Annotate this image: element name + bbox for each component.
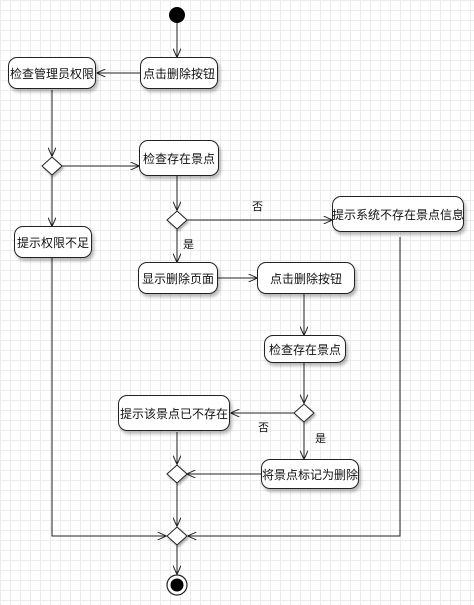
guard-yes-2: 是 (315, 432, 326, 445)
final-node-dot (170, 578, 184, 592)
action-click-delete-1: 点击删除按钮 (140, 57, 218, 89)
edge-no-permission-to-final-merge (51, 258, 166, 536)
action-check-admin-permission: 检查管理员权限 (8, 57, 96, 89)
decision-permission (41, 156, 63, 176)
action-insufficient-permission: 提示权限不足 (14, 226, 92, 258)
guard-no-1: 否 (252, 200, 263, 213)
decision-spot-exists-2 (293, 403, 315, 423)
initial-node (169, 7, 185, 23)
decision-spot-exists-1 (166, 210, 188, 230)
action-check-spot-exists-2: 检查存在景点 (264, 335, 346, 363)
guard-yes-1: 是 (183, 238, 194, 251)
action-spot-already-gone: 提示该景点已不存在 (118, 395, 230, 431)
guard-no-2: 否 (258, 421, 269, 434)
edge-system-info-to-final-merge (188, 237, 401, 536)
action-check-spot-exists-1: 检查存在景点 (139, 140, 219, 176)
action-click-delete-2: 点击删除按钮 (257, 262, 355, 294)
merge-node-1 (166, 464, 188, 484)
merge-node-final (166, 526, 188, 546)
action-mark-as-deleted: 将景点标记为删除 (261, 459, 359, 489)
action-system-no-spot-info: 提示系统不存在景点信息 (332, 196, 464, 232)
action-show-delete-page: 显示删除页面 (138, 262, 218, 294)
